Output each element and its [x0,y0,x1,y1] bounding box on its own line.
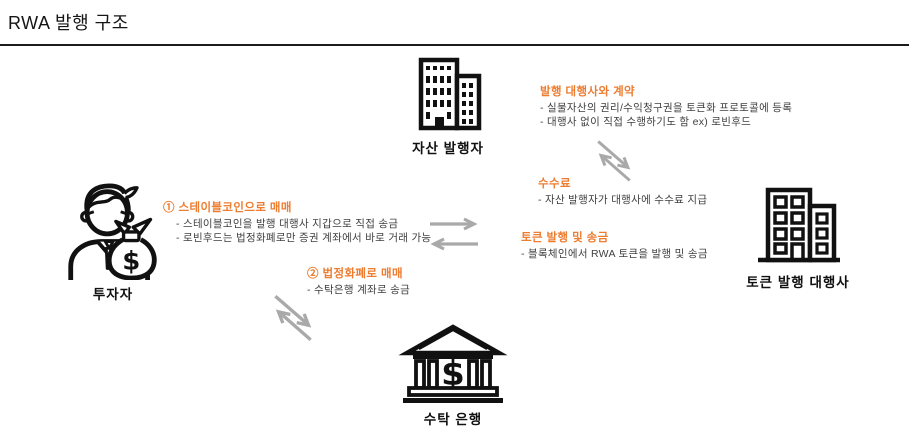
annotation-contract-bullet: - 실물자산의 권리/수익청구권을 토큰화 프로토콜에 등록 [540,102,793,114]
annotation-token-issue-heading: 토큰 발행 및 송금 [521,232,609,244]
annotation-fee-heading: 수수료 [538,178,571,190]
annotation-token-issue-bullet: - 블록체인에서 RWA 토큰을 발행 및 송금 [521,248,708,260]
annotation-fee: 수수료 - 자산 발행자가 대행사에 수수료 지급 [538,175,707,208]
double-horizontal-arrow-icon [430,217,478,251]
annotation-contract-heading: 발행 대행사와 계약 [540,86,636,98]
office-building-2-icon [758,187,840,263]
annotation-stablecoin-bullet: - 로빈후드는 법정화폐로만 증권 계좌에서 바로 거래 가능 [176,231,432,244]
node-label-token-agency: 토큰 발행 대행사 [746,275,850,290]
title-divider [0,44,909,46]
annotation-stablecoin-trade: ① 스테이블코인으로 매매 - 스테이블코인을 발행 대행사 지갑으로 직접 송… [163,199,431,245]
annotation-token-issue: 토큰 발행 및 송금 - 블록체인에서 RWA 토큰을 발행 및 송금 [521,229,708,262]
annotation-fiat-trade: ② 법정화폐로 매매 - 수탁은행 계좌로 송금 [307,265,410,298]
double-diagonal-arrow-icon [274,294,312,342]
exchange-arrows-issuer-agency [585,136,643,186]
node-token-agency: 토큰 발행 대행사 [733,186,863,291]
annotation-fiat-heading: ② 법정화폐로 매매 [307,268,403,280]
node-label-investor: 투자자 [92,287,134,302]
node-custodian-bank: $ 수탁 은행 [392,321,514,428]
node-asset-issuer: 자산 발행자 [387,56,509,157]
annotation-contract-bullet: - 대행사 없이 직접 수행하기도 함 ex) 로빈후드 [540,115,752,128]
annotation-fee-bullet: - 자산 발행자가 대행사에 수수료 지급 [538,194,708,206]
dollar-sign: $ [122,246,140,276]
double-diagonal-arrow-icon [597,140,631,182]
node-label-asset-issuer: 자산 발행자 [412,141,484,156]
node-label-custodian-bank: 수탁 은행 [423,412,483,427]
dollar-sign: $ [441,354,465,394]
bank-icon: $ [398,324,508,403]
annotation-contract: 발행 대행사와 계약 - 실물자산의 권리/수익청구권을 토큰화 프로토콜에 등… [540,83,792,129]
office-building-icon [418,57,482,131]
annotation-fiat-bullet: - 수탁은행 계좌로 송금 [307,284,411,296]
annotation-stablecoin-heading: ① 스테이블코인으로 매매 [163,202,292,214]
page-title: RWA 발행 구조 [8,13,129,33]
exchange-arrows-investor-bank [261,290,325,346]
node-investor: $ 투자자 [58,182,168,303]
investor-money-bag-icon: $ [68,183,157,280]
exchange-arrows-investor-agency [428,217,480,251]
annotation-stablecoin-bullet: - 스테이블코인을 발행 대행사 지갑으로 직접 송금 [176,218,399,230]
